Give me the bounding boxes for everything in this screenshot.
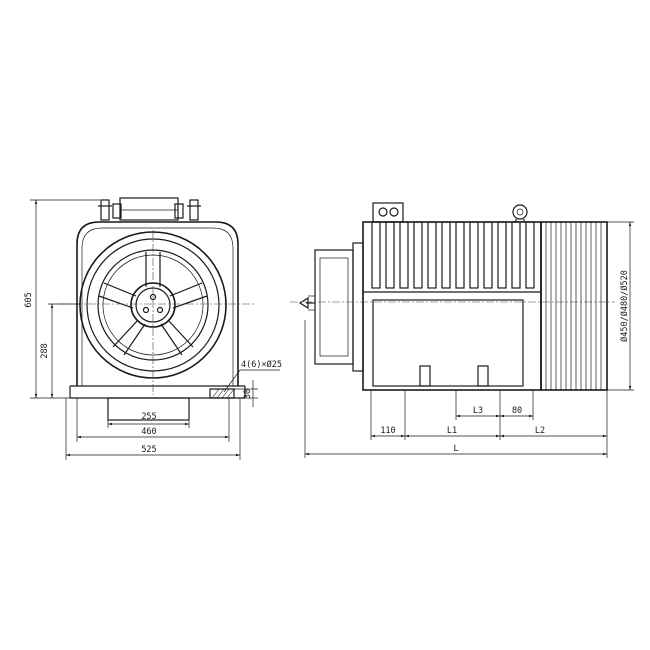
dim-605-label: 605	[24, 292, 34, 307]
dim-L1-label: L1	[447, 426, 457, 436]
brake-assembly	[298, 242, 364, 372]
dim-center-height: 288	[40, 303, 80, 398]
dim-460: 460	[76, 398, 230, 442]
lower-housing-panel	[372, 299, 524, 387]
dim-288-label: 288	[40, 343, 50, 358]
dim-L2-label: L2	[535, 426, 545, 436]
mounting-pad-hatch	[209, 388, 235, 399]
dim-base-thickness: 30	[234, 380, 258, 407]
cooling-fins	[371, 221, 535, 289]
dim-255: 255	[107, 412, 190, 428]
dim-L-label: L	[453, 444, 458, 454]
dim-460-label: 460	[141, 427, 156, 437]
dim-80-label: 80	[512, 406, 522, 416]
dim-overall-L: L	[304, 320, 607, 458]
dim-L3-label: L3	[473, 406, 483, 416]
dim-hole-label: 4(6)×Ø25	[241, 359, 282, 370]
motor-body	[362, 221, 542, 391]
front-view: 605 288 255 460 525	[24, 197, 282, 460]
dim-525-label: 525	[141, 445, 156, 455]
dim-110-label: 110	[380, 426, 395, 436]
dim-30-label: 30	[243, 389, 253, 399]
dim-255-label: 255	[141, 412, 156, 422]
dim-hole-callout: 4(6)×Ø25	[223, 359, 282, 393]
dim-diameters: Ø450/Ø480/Ø520	[607, 221, 634, 391]
traction-sheave-side	[540, 221, 608, 391]
dim-row-1: L3 80	[404, 390, 534, 420]
dim-diameters-label: Ø450/Ø480/Ø520	[619, 270, 630, 342]
dim-525: 525	[65, 398, 241, 460]
top-terminals	[98, 197, 201, 221]
side-view: Ø450/Ø480/Ø520 L3 80 110 L1 L2	[290, 202, 634, 458]
lifting-eye	[512, 204, 528, 222]
motor-housing-outline	[76, 221, 239, 386]
base-plate	[107, 397, 190, 421]
dim-overall-height: 605	[24, 199, 100, 399]
dim-row-2: 110 L1 L2	[370, 390, 608, 458]
terminal-box	[372, 202, 404, 223]
